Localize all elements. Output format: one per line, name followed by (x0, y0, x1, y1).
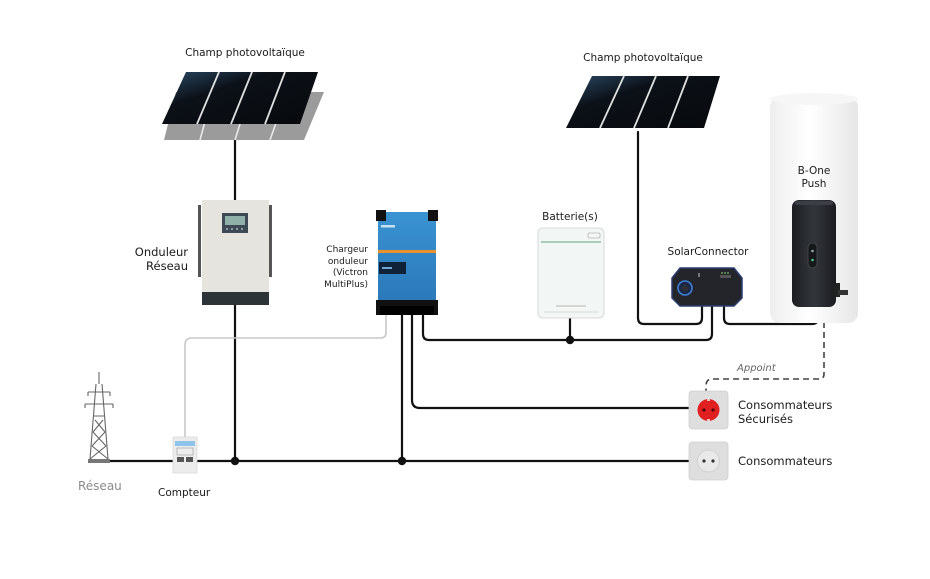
solar-connector-label: SolarConnector (667, 246, 749, 258)
junction-dot (230, 456, 240, 466)
battery-icon (537, 227, 605, 319)
water-heater-label: B-One Push (774, 165, 854, 191)
grid-label: Réseau (78, 479, 122, 493)
loads-label: Consommateurs (738, 454, 833, 468)
inverter-charger-label-line1: Chargeur (326, 245, 368, 255)
junction-dot (565, 335, 575, 345)
meter-label: Compteur (158, 487, 211, 499)
wire-pv-right-to-connector (636, 130, 704, 326)
battery-label: Batterie(s) (542, 211, 598, 223)
solar-panel-icon (162, 71, 324, 141)
secured-loads-label: Consommateurs Sécurisés (738, 398, 832, 426)
water-heater-label-line1: B-One (797, 165, 831, 177)
secured-loads-label-line1: Consommateurs (738, 398, 833, 412)
inverter-charger-icon (376, 210, 438, 315)
grid-inverter-icon (198, 200, 272, 305)
inverter-charger-label-line2: onduleur (327, 256, 368, 267)
wire-victron-ac-out (410, 313, 692, 410)
inverter-charger-label: Chargeur onduleur (Victron MultiPlus) (300, 245, 368, 291)
junction-dot (397, 456, 407, 466)
water-heater-icon (770, 93, 858, 323)
secured-loads-label-line2: Sécurisés (738, 412, 793, 426)
water-heater-label-line2: Push (801, 178, 827, 190)
wire-backup-appoint (705, 312, 825, 392)
outlet-icon (688, 441, 729, 481)
grid-inverter-label-line1: Onduleur (134, 245, 188, 259)
pv-left-label: Champ photovoltaïque (185, 47, 305, 59)
junctions (230, 335, 575, 466)
grid-inverter-label: Onduleur Réseau (110, 245, 188, 273)
solar-connector-icon (671, 267, 743, 307)
red-outlet-icon (688, 390, 729, 430)
pylon-icon (84, 372, 114, 463)
backup-annotation: Appoint (737, 363, 776, 374)
solar-panel-icon (566, 75, 720, 129)
meter-icon (172, 436, 198, 474)
wire-comm-meter (184, 313, 387, 437)
inverter-charger-label-line3: (Victron (332, 268, 368, 278)
pv-right-label: Champ photovoltaïque (583, 52, 703, 64)
inverter-charger-label-line4: MultiPlus) (324, 279, 368, 290)
grid-inverter-label-line2: Réseau (146, 259, 188, 273)
